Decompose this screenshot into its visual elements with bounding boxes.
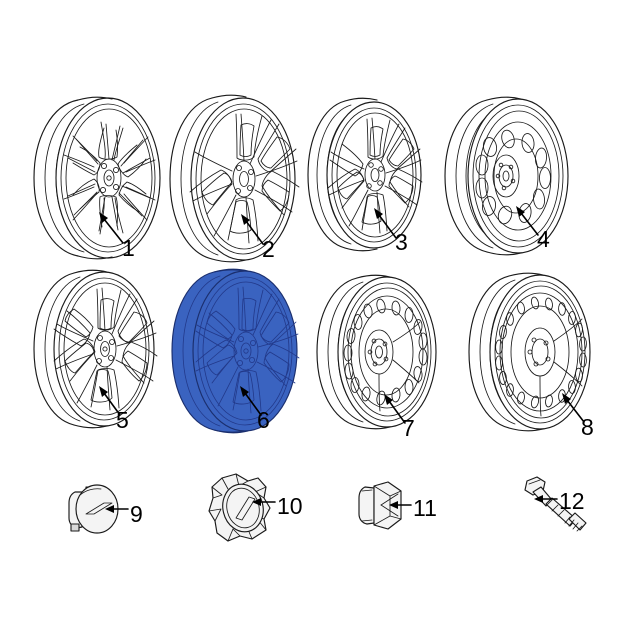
- part-5-alloy-wheel[interactable]: [33, 269, 158, 429]
- callout-4-label: 4: [537, 226, 550, 252]
- callout-7: 7: [384, 394, 415, 441]
- part-9-center-cap[interactable]: [68, 484, 119, 534]
- callout-3-label: 3: [395, 229, 408, 255]
- callout-3: 3: [374, 208, 408, 255]
- part-1-alloy-wheel[interactable]: [33, 96, 161, 260]
- callout-2-label: 2: [262, 236, 275, 262]
- callout-11: 11: [389, 495, 437, 521]
- callout-6-label: 6: [257, 407, 270, 433]
- part-6-alloy-wheel-highlighted[interactable]: [171, 268, 300, 434]
- callout-8-label: 8: [581, 414, 594, 440]
- part-7-steel-wheel[interactable]: [316, 274, 437, 430]
- callout-5-label: 5: [116, 407, 129, 433]
- callout-9-label: 9: [130, 501, 143, 527]
- callout-11-label: 11: [413, 495, 437, 521]
- part-2-alloy-wheel[interactable]: [169, 94, 300, 263]
- callout-6: 6: [240, 386, 270, 433]
- callout-8: 8: [562, 393, 594, 440]
- callout-10: 10: [252, 493, 303, 519]
- callout-9: 9: [105, 501, 143, 527]
- callout-1: 1: [99, 212, 135, 261]
- callout-4: 4: [516, 206, 550, 252]
- callout-1-label: 1: [122, 235, 135, 261]
- part-11-lug-nut[interactable]: [358, 481, 402, 530]
- callout-2: 2: [241, 214, 275, 262]
- callout-5: 5: [99, 386, 129, 433]
- callout-10-label: 10: [277, 493, 303, 519]
- part-3-alloy-wheel[interactable]: [307, 97, 423, 252]
- callout-12: 12: [534, 488, 585, 514]
- callout-7-label: 7: [402, 415, 415, 441]
- part-4-steel-wheel[interactable]: [444, 96, 569, 256]
- part-8-steel-spare-wheel[interactable]: [468, 272, 591, 432]
- callout-12-label: 12: [559, 488, 585, 514]
- part-10-hub-cover[interactable]: [208, 473, 271, 542]
